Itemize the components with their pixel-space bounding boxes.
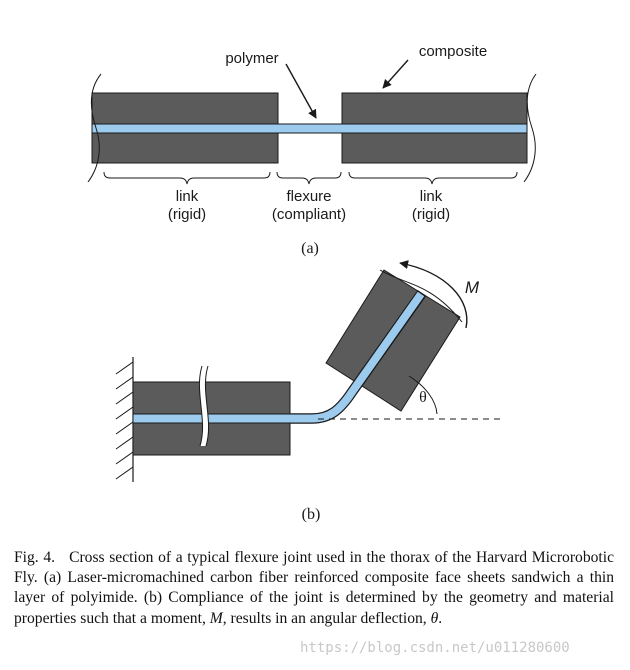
right-link-brace — [348, 171, 518, 185]
link-break-edge-left — [198, 365, 204, 447]
caption-text-part3: . — [438, 609, 443, 627]
polymer-label: polymer — [225, 50, 278, 67]
link-break-gap — [199, 366, 209, 446]
panel-a-label: (a) — [301, 240, 319, 257]
panel-b: θ M (b) — [115, 260, 502, 523]
right-link-sublabel: (rigid) — [412, 206, 450, 223]
caption-figure-label: Fig. 4. — [14, 549, 56, 566]
caption-text-part2: , results in an angular deflection, — [222, 609, 431, 627]
wall-hatching — [115, 361, 134, 480]
flexure-brace — [276, 171, 342, 185]
right-link-label: link — [420, 188, 443, 205]
left-link-sublabel: (rigid) — [168, 206, 206, 223]
left-link-label: link — [176, 188, 199, 205]
flexure-joint-diagram: polymer composite link (rigid) flexure (… — [87, 43, 537, 523]
left-link-brace — [103, 171, 271, 185]
flexure-sublabel: (compliant) — [272, 206, 346, 223]
rotated-link-break — [379, 269, 463, 323]
right-break-mark — [523, 73, 537, 183]
fixed-polymer-layer — [132, 413, 291, 424]
watermark: https://blog.csdn.net/u011280600 — [300, 640, 570, 656]
theta-angle-arc — [408, 375, 438, 415]
left-break-mark — [87, 73, 102, 183]
panel-b-label: (b) — [302, 506, 321, 523]
figure-caption: Fig. 4.Cross section of a typical flexur… — [14, 548, 614, 629]
caption-theta-symbol: θ — [430, 609, 439, 627]
composite-label: composite — [419, 43, 487, 60]
polymer-layer — [91, 123, 528, 134]
polymer-pointer-arrow — [285, 63, 317, 119]
panel-a: polymer composite link (rigid) flexure (… — [87, 43, 537, 257]
moment-label: M — [465, 278, 480, 297]
bent-polymer-layer — [289, 291, 425, 423]
composite-pointer-arrow — [382, 59, 409, 89]
link-break-edge-right — [204, 365, 210, 447]
caption-text-part1: Cross section of a typical flexure joint… — [14, 549, 615, 627]
theta-label: θ — [419, 389, 427, 406]
caption-moment-symbol: M — [209, 609, 223, 627]
moment-arrow — [399, 260, 468, 329]
flexure-label: flexure — [286, 188, 331, 205]
